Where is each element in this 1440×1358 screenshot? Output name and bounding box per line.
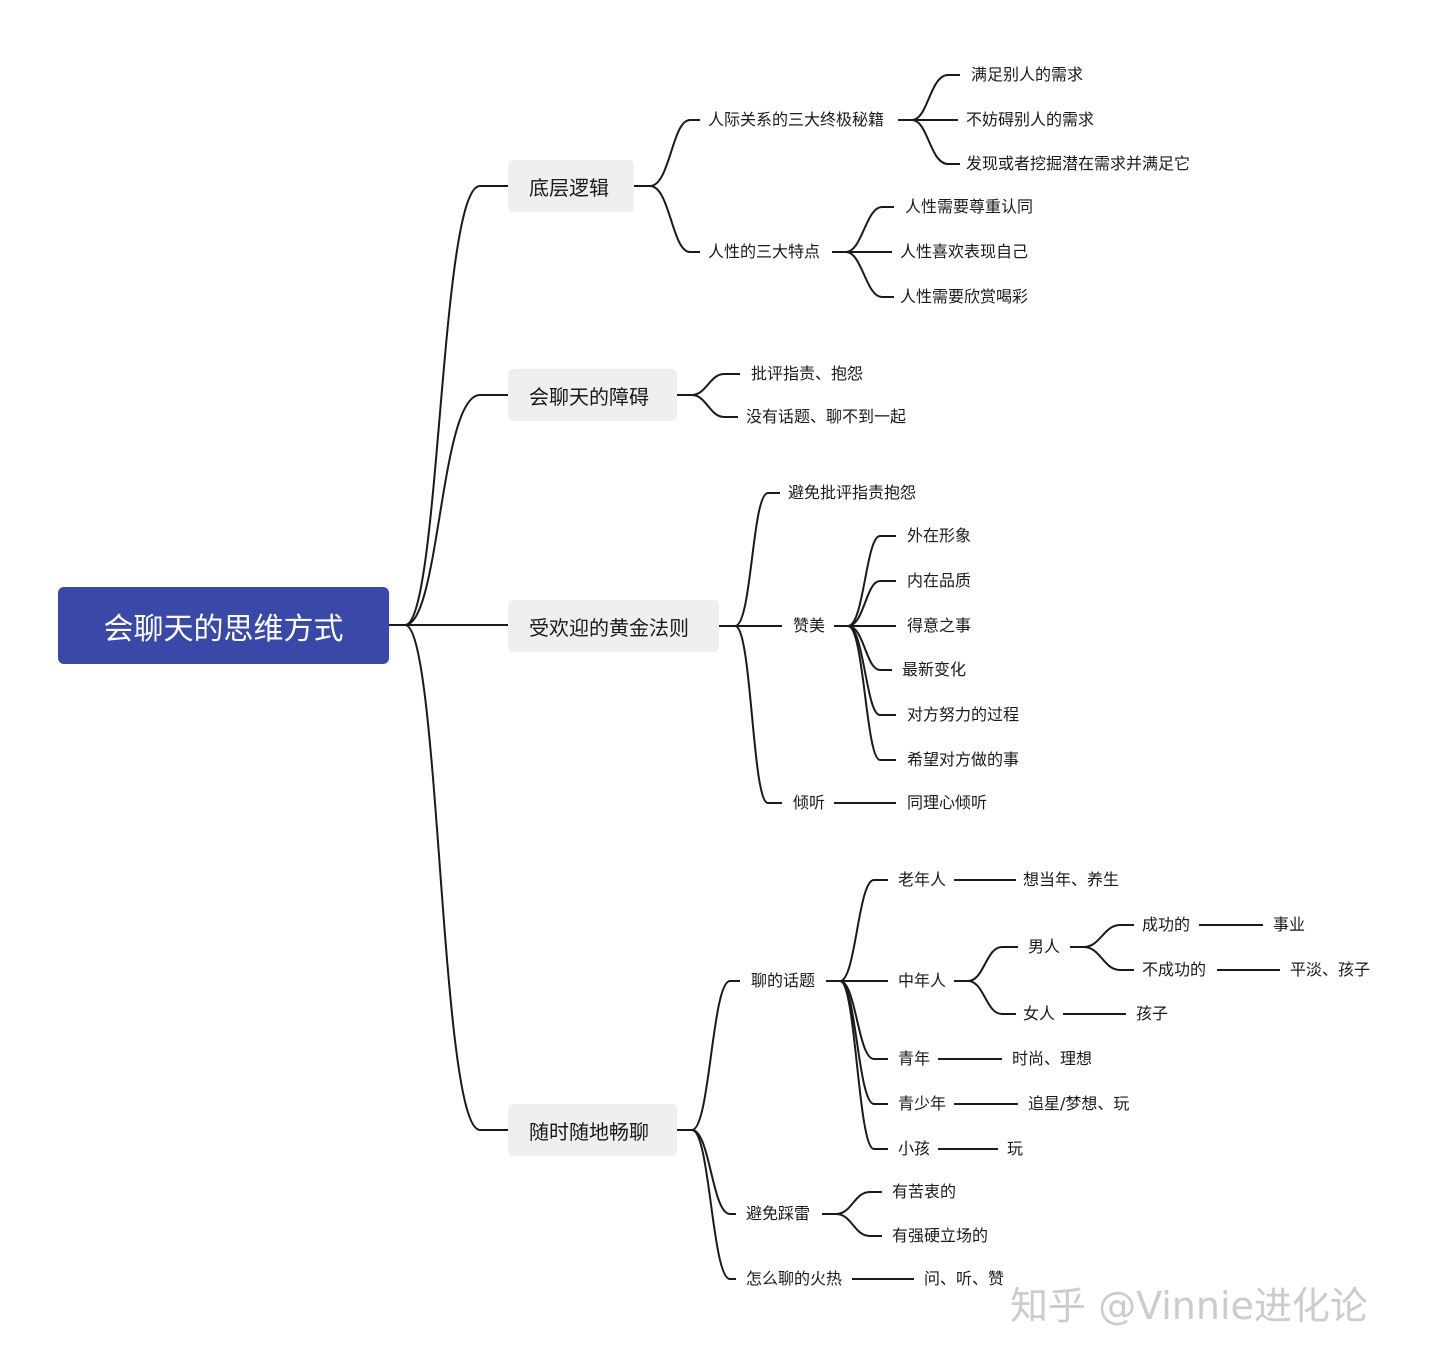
topic-unsuccessful[interactable]: 不成功的	[1142, 960, 1207, 979]
branch-golden-rules[interactable]: 受欢迎的黄金法则	[508, 600, 719, 652]
topic-child[interactable]: 小孩	[898, 1139, 931, 1158]
link-b1-g1	[634, 119, 700, 187]
leaf-unsuccessful[interactable]: 平淡、孩子	[1290, 960, 1371, 979]
link-root-b1	[389, 185, 508, 626]
root-topic[interactable]: 会聊天的思维方式	[58, 587, 389, 664]
topic-chat-topics[interactable]: 聊的话题	[751, 971, 816, 990]
leaf-praise-6[interactable]: 希望对方做的事	[907, 750, 1020, 769]
watermark: 知乎 @Vinnie进化论	[1010, 1284, 1368, 1328]
leaf-avoid-2[interactable]: 有强硬立场的	[892, 1226, 989, 1245]
topic-avoid-mines[interactable]: 避免踩雷	[746, 1204, 811, 1223]
link-man-success	[1070, 924, 1134, 948]
topic-human-nature[interactable]: 人性的三大特点	[708, 242, 821, 261]
topic-successful[interactable]: 成功的	[1142, 915, 1191, 934]
leaf-nature-1[interactable]: 人性需要尊重认同	[905, 197, 1034, 216]
link-topics-child	[826, 980, 888, 1150]
topic-three-secrets[interactable]: 人际关系的三大终极秘籍	[708, 110, 885, 129]
link-topics-teen	[826, 980, 888, 1105]
leaf-teen[interactable]: 追星/梦想、玩	[1028, 1094, 1130, 1113]
leaf-praise-4[interactable]: 最新变化	[902, 660, 967, 679]
branch-obstacles[interactable]: 会聊天的障碍	[508, 369, 677, 421]
leaf-obstacle-2[interactable]: 没有话题、聊不到一起	[746, 407, 907, 426]
leaf-successful[interactable]: 事业	[1273, 915, 1306, 934]
leaf-nature-2[interactable]: 人性喜欢表现自己	[900, 242, 1029, 261]
leaf-obstacle-1[interactable]: 批评指责、抱怨	[751, 364, 864, 383]
link-praise-i2	[834, 580, 896, 627]
leaf-avoid-1[interactable]: 有苦衷的	[892, 1182, 957, 1201]
topic-elderly[interactable]: 老年人	[898, 870, 947, 889]
topic-youth[interactable]: 青年	[898, 1049, 931, 1068]
link-g2-i1	[832, 206, 894, 253]
link-b3-listen	[719, 625, 782, 804]
leaf-child[interactable]: 玩	[1007, 1139, 1024, 1158]
link-g1-i3	[898, 119, 960, 165]
topic-man[interactable]: 男人	[1028, 937, 1061, 956]
branch-bottom-logic[interactable]: 底层逻辑	[508, 160, 634, 212]
leaf-nature-3[interactable]: 人性需要欣赏喝彩	[900, 287, 1029, 306]
topic-teen[interactable]: 青少年	[898, 1094, 947, 1113]
topic-how-to-chat[interactable]: 怎么聊的火热	[746, 1269, 843, 1288]
link-avoid-i2	[822, 1213, 882, 1237]
leaf-secret-2[interactable]: 不妨碍别人的需求	[966, 110, 1095, 129]
link-praise-i6	[834, 625, 896, 761]
leaf-how-to-chat[interactable]: 问、听、赞	[924, 1269, 1005, 1288]
leaf-praise-1[interactable]: 外在形象	[907, 526, 972, 545]
leaf-listen[interactable]: 同理心倾听	[907, 793, 988, 812]
branch-chat-anytime[interactable]: 随时随地畅聊	[508, 1104, 677, 1156]
topic-praise[interactable]: 赞美	[793, 616, 826, 635]
leaf-elderly[interactable]: 想当年、养生	[1023, 870, 1120, 889]
link-middle-man	[954, 946, 1018, 982]
leaf-praise-2[interactable]: 内在品质	[907, 571, 972, 590]
link-b1-g2	[634, 185, 700, 253]
link-g1-i1	[898, 74, 960, 121]
leaf-praise-3[interactable]: 得意之事	[907, 616, 972, 635]
link-root-b4	[389, 624, 508, 1131]
link-man-fail	[1070, 946, 1134, 971]
link-b4-topics	[677, 980, 740, 1131]
link-middle-woman	[954, 980, 1016, 1015]
topic-listen[interactable]: 倾听	[793, 793, 826, 812]
leaf-youth[interactable]: 时尚、理想	[1012, 1049, 1093, 1068]
link-b4-how	[677, 1129, 736, 1280]
link-b2-i1	[677, 373, 740, 396]
leaf-woman[interactable]: 孩子	[1136, 1004, 1169, 1023]
link-topics-elder	[826, 879, 888, 982]
leaf-secret-1[interactable]: 满足别人的需求	[971, 65, 1084, 84]
link-avoid-i1	[822, 1191, 882, 1215]
leaf-avoid-criticism[interactable]: 避免批评指责抱怨	[788, 483, 917, 502]
topic-middle-aged[interactable]: 中年人	[898, 971, 947, 990]
link-g2-i3	[832, 251, 894, 298]
leaf-secret-3[interactable]: 发现或者挖掘潜在需求并满足它	[966, 154, 1191, 173]
link-b2-i2	[677, 394, 738, 418]
link-b3-avoid	[719, 492, 780, 627]
leaf-praise-5[interactable]: 对方努力的过程	[907, 705, 1020, 724]
topic-woman[interactable]: 女人	[1023, 1004, 1056, 1023]
link-root-b2	[389, 394, 508, 626]
